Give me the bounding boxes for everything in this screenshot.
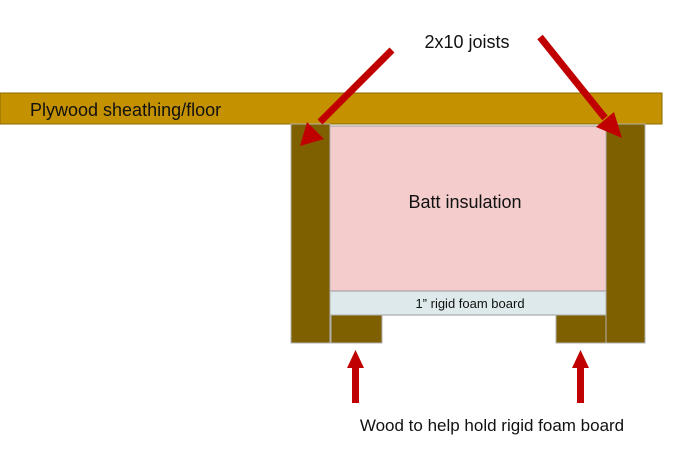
left-joist — [290, 123, 331, 344]
right-support-arrow-icon — [572, 350, 589, 368]
joists-label: 2x10 joists — [424, 32, 509, 52]
batt-label: Batt insulation — [408, 192, 521, 212]
left-joist-arrow-icon — [300, 122, 324, 146]
left-support-block — [330, 314, 383, 344]
rigid-foam-board — [329, 290, 607, 316]
right-joist — [605, 123, 646, 344]
left-joist-arrow-shaft — [317, 47, 395, 125]
right-support-block — [555, 314, 607, 344]
right-support-arrow-shaft — [577, 366, 584, 403]
foam-label: 1” rigid foam board — [415, 296, 524, 311]
right-joist-arrow-icon — [596, 112, 622, 138]
left-support-arrow-shaft — [352, 366, 359, 403]
left-support-arrow-icon — [347, 350, 364, 368]
wood-support-label: Wood to help hold rigid foam board — [360, 416, 624, 435]
batt-insulation — [329, 125, 609, 292]
sheathing-label: Plywood sheathing/floor — [30, 100, 221, 120]
right-joist-arrow-shaft — [537, 34, 608, 121]
